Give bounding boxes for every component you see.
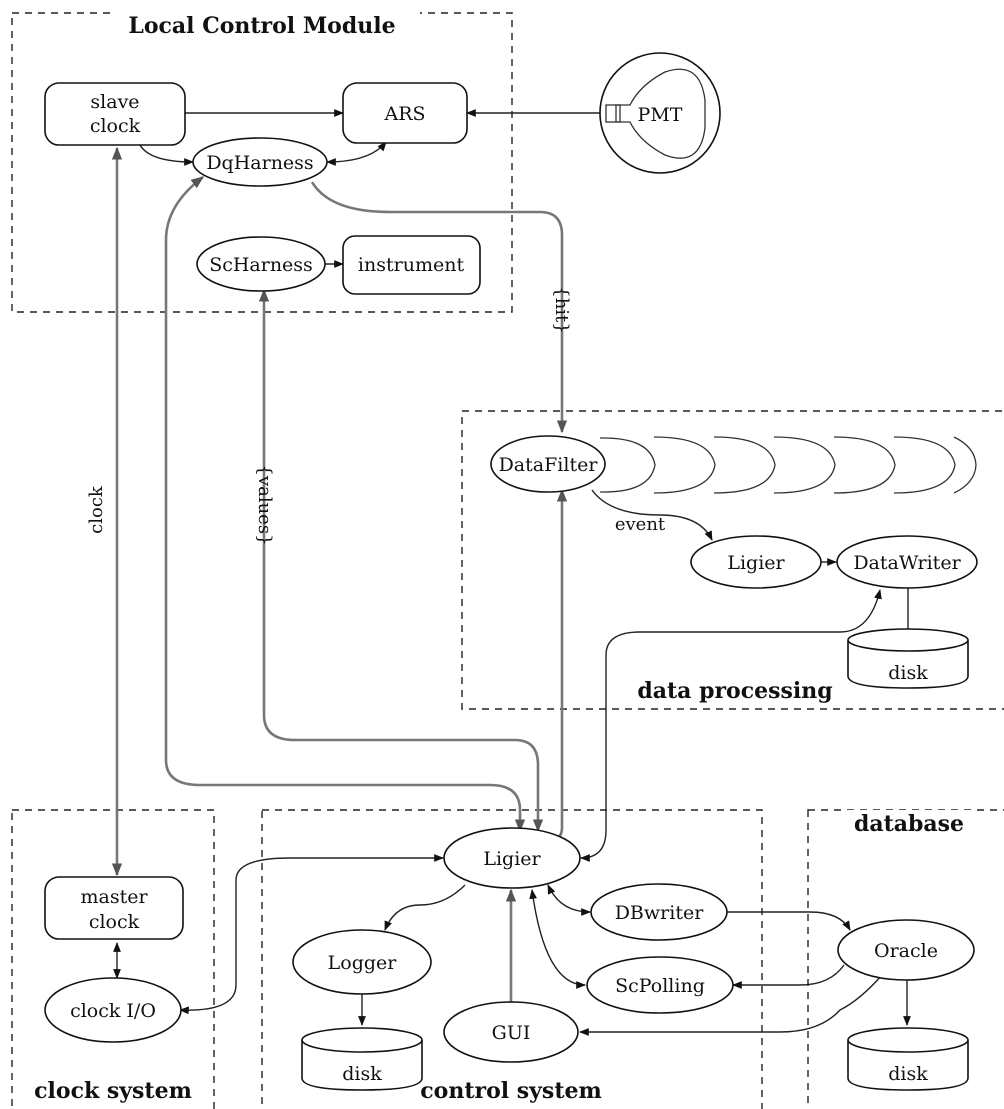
disk-db-node: disk [847,1027,969,1091]
clock-io-node: clock I/O [44,977,182,1043]
edge-dbwriter-oracle [727,911,851,931]
edge-ligier-scpolling [529,889,586,989]
edge-dqharness-datafilter [310,181,568,434]
svg-text:disk: disk [342,1063,382,1085]
svg-text:PMT: PMT [638,104,683,126]
pmt-bulb-outline [615,68,706,159]
edge-ligier-dbwriter [547,884,591,916]
oracle-node: Oracle [837,919,975,981]
edge-datafilter-ligier [546,488,568,846]
logger-node: Logger [292,929,432,995]
svg-text:Ligier: Ligier [727,552,785,574]
edge-datafilter-ligier-dp [591,489,713,541]
scpolling-node: ScPolling [586,956,734,1014]
svg-text:DBwriter: DBwriter [615,902,704,924]
svg-text:disk: disk [888,662,928,684]
svg-text:ScPolling: ScPolling [615,975,705,997]
control-system-title: control system [420,1078,602,1104]
svg-text:instrument: instrument [358,254,465,276]
pmt-base-square [605,104,621,123]
disk-logger-node: disk [301,1027,423,1091]
svg-text:Oracle: Oracle [874,940,938,962]
svg-text:clock: clock [89,911,140,933]
pmt-node: PMT [599,52,721,174]
clock-system-title: clock system [34,1078,192,1104]
edge-clockio-ligier [179,854,444,1015]
edge-label-event: event [615,514,666,535]
edge-oracle-gui [579,974,883,1036]
clock-system-group [11,809,215,1109]
svg-text:Logger: Logger [328,952,398,974]
edge-label-clock: clock [86,485,107,534]
local-control-module-title: Local Control Module [128,13,395,39]
edge-ligier-datawriter-main [580,589,882,862]
svg-text:DqHarness: DqHarness [206,152,313,174]
datafilter-stack [599,436,977,494]
edge-scharness-ligier [258,288,544,833]
database-title: database [854,811,964,837]
svg-text:clock: clock [90,115,141,137]
gui-node: GUI [443,1001,579,1063]
svg-text:DataWriter: DataWriter [853,552,961,574]
dqharness-node: DqHarness [192,137,328,187]
datafilter-node: DataFilter [490,435,606,493]
svg-text:Ligier: Ligier [483,848,541,870]
instrument-node: instrument [342,235,481,295]
edge-ligier-logger [384,884,466,931]
svg-text:master: master [80,886,148,908]
datawriter-node: DataWriter [836,535,978,589]
scharness-node: ScHarness [196,236,326,292]
svg-text:DataFilter: DataFilter [499,454,599,476]
data-processing-title: data processing [637,678,832,704]
edge-label-hit: {hit} [551,286,572,334]
edge-slaveclock-dqharness [139,144,194,166]
svg-text:ARS: ARS [383,103,425,125]
svg-text:ScHarness: ScHarness [209,254,313,276]
dbwriter-node: DBwriter [590,883,728,941]
ligier-dp-node: Ligier [690,535,822,589]
ligier-main-node: Ligier [443,827,581,889]
svg-text:clock I/O: clock I/O [70,1000,156,1022]
svg-text:slave: slave [90,91,139,113]
edge-oracle-scpolling [732,964,845,989]
svg-text:disk: disk [888,1063,928,1085]
slave-clock-node: slave clock [44,82,186,146]
edge-dqharness-ars [326,141,387,166]
ars-node: ARS [342,82,468,144]
edge-label-values: {values} [254,464,275,545]
master-clock-node: master clock [44,876,184,940]
svg-text:GUI: GUI [492,1022,531,1044]
disk-dp-node: disk [847,628,969,689]
